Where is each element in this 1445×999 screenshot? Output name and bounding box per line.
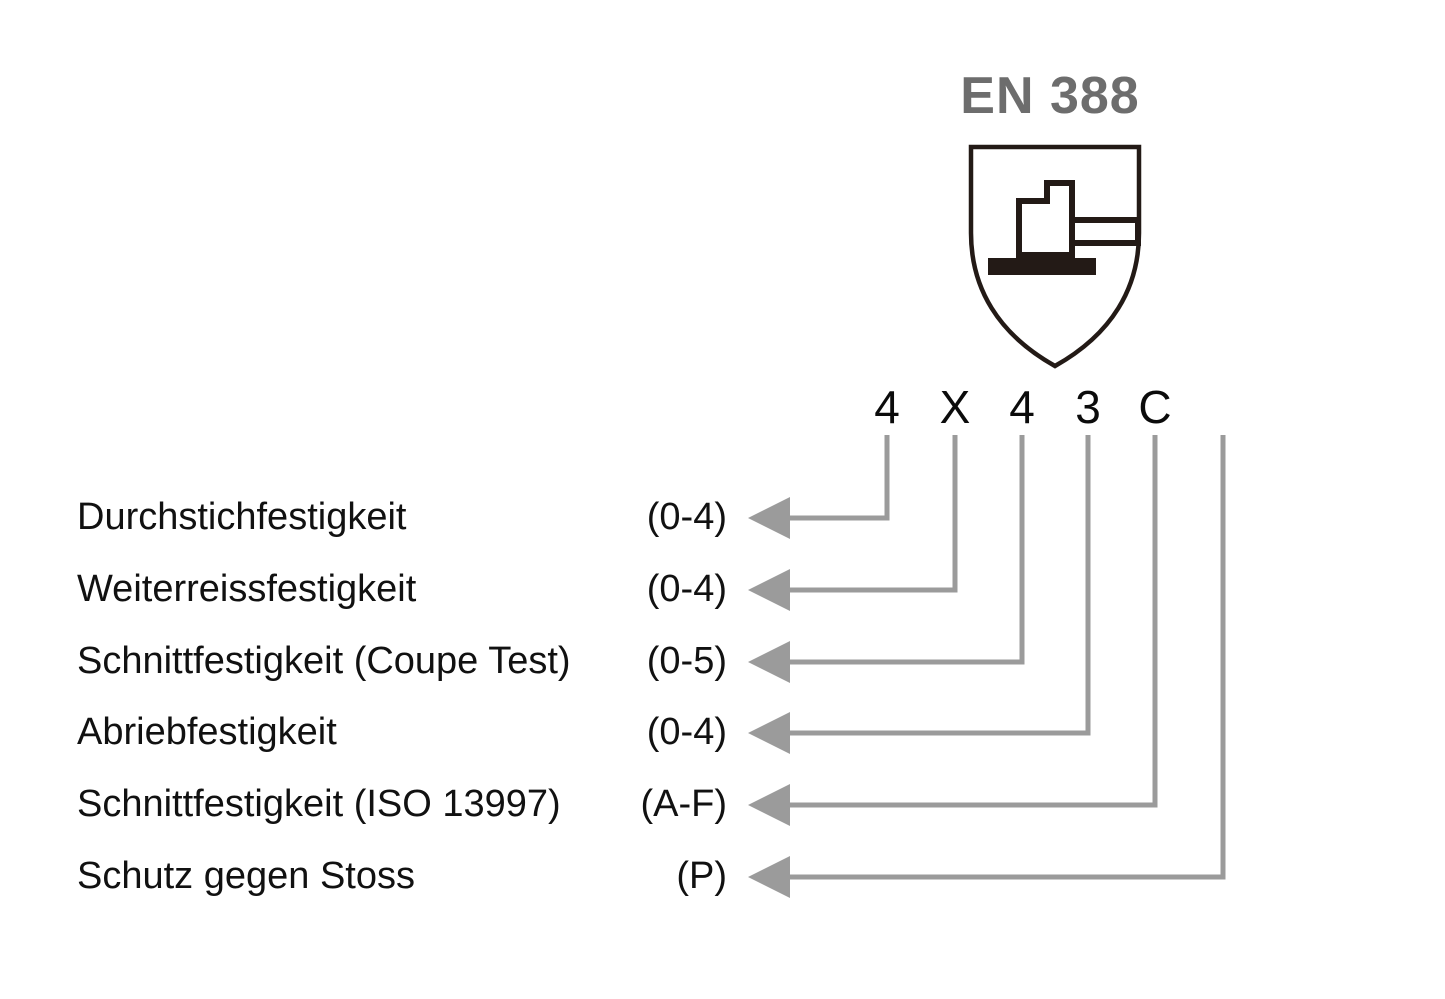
rating-char-2: X (939, 381, 971, 433)
property-range-3: (0-5) (646, 640, 727, 682)
arrowhead-2 (748, 569, 790, 611)
leader-line-4 (786, 435, 1091, 736)
property-label-1: Durchstichfestigkeit (77, 496, 407, 538)
rating-char-5: C (1138, 381, 1172, 433)
property-range-4: (0-4) (646, 711, 727, 753)
arrowhead-3 (748, 641, 790, 683)
page-title: EN 388 (960, 67, 1140, 125)
leader-line-1 (786, 435, 890, 521)
rating-char-1: 4 (874, 381, 900, 433)
property-range-1: (0-4) (646, 496, 727, 538)
hammer-shield-icon (962, 138, 1152, 378)
leader-line-6 (786, 435, 1226, 880)
property-label-5: Schnittfestigkeit (ISO 13997) (77, 783, 561, 825)
property-label-6: Schutz gegen Stoss (77, 855, 415, 897)
arrowhead-6 (748, 856, 790, 898)
rating-char-4: 3 (1075, 381, 1101, 433)
arrowhead-5 (748, 784, 790, 826)
arrowhead-1 (748, 497, 790, 539)
property-range-5: (A-F) (640, 783, 727, 825)
rating-char-3: 4 (1009, 381, 1035, 433)
leader-line-5 (786, 435, 1158, 808)
property-label-2: Weiterreissfestigkeit (77, 568, 417, 610)
property-range-6: (P) (676, 855, 727, 897)
leader-line-2 (786, 435, 958, 593)
property-label-3: Schnittfestigkeit (Coupe Test) (77, 640, 571, 682)
leader-line-3 (786, 435, 1025, 665)
property-range-2: (0-4) (646, 568, 727, 610)
property-label-4: Abriebfestigkeit (77, 711, 337, 753)
arrowhead-4 (748, 712, 790, 754)
